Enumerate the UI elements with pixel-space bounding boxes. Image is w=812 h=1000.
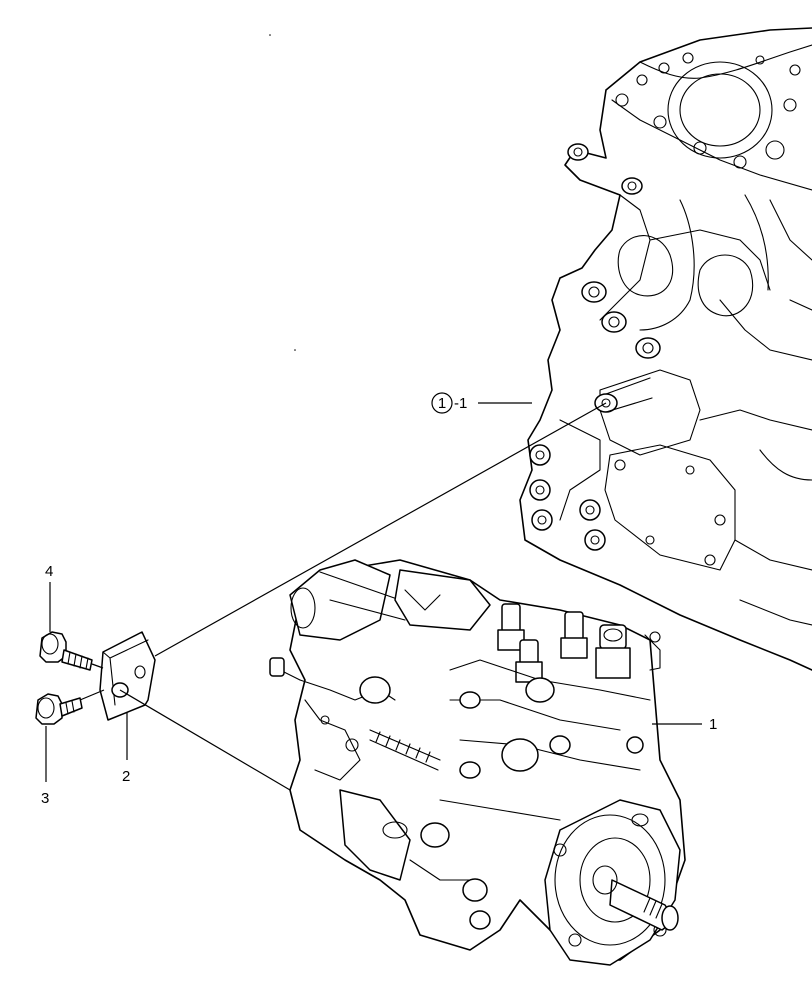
callout-injection-pump: 1 — [709, 716, 717, 733]
callout-engine-block-suffix: -1 — [454, 395, 467, 412]
callout-bolt-lower: 3 — [41, 790, 49, 807]
pump-flange — [544, 799, 681, 966]
bolt-lower — [35, 693, 83, 725]
bracket — [99, 631, 156, 721]
callout-bracket: 2 — [122, 768, 130, 785]
injection-pump — [269, 559, 686, 966]
leader-lines — [45, 402, 702, 791]
callout-circle — [431, 392, 453, 414]
callout-bolt-upper: 4 — [45, 563, 53, 580]
speck — [294, 349, 296, 351]
callout-engine-block-number: 1 — [438, 395, 446, 412]
bolt-upper — [39, 631, 93, 671]
delivery-valves — [497, 603, 661, 683]
callout-engine-block: 1 -1 — [431, 392, 467, 414]
speck — [269, 34, 271, 36]
engine-block — [519, 27, 812, 671]
